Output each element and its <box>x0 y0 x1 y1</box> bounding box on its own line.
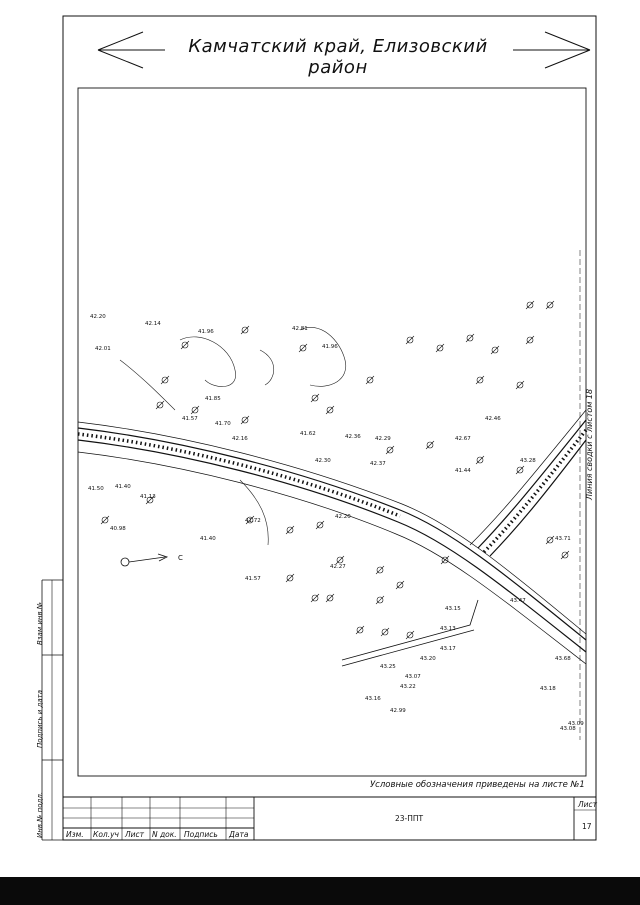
spot-height: 41.96 <box>198 329 214 335</box>
spot-height: 41.57 <box>182 416 198 422</box>
title-arrow-icon <box>97 31 591 69</box>
tb-header-ndok: N док. <box>152 830 177 839</box>
spot-height: 41.40 <box>115 484 131 490</box>
spot-height: 42.27 <box>330 564 346 570</box>
spot-height: 41.13 <box>140 494 156 500</box>
spot-height: 42.67 <box>455 436 471 442</box>
sheet-label: Лист <box>578 800 598 809</box>
spot-height: 42.81 <box>292 326 308 332</box>
spot-height: 41.50 <box>88 486 104 492</box>
spot-height: 42.01 <box>95 346 111 352</box>
spot-height: 43.17 <box>440 646 456 652</box>
tree-symbols <box>100 300 570 640</box>
tb-header-data: Дата <box>229 830 249 839</box>
spot-height: 41.62 <box>300 431 316 437</box>
tb-header-podpis: Подпись <box>184 830 218 839</box>
spot-height: 41.40 <box>200 536 216 542</box>
spot-height: 43.07 <box>405 674 421 680</box>
spot-height: 43.08 <box>560 726 576 732</box>
spot-height: 41.96 <box>322 344 338 350</box>
spot-height: 42.99 <box>390 708 406 714</box>
spot-height: 41.85 <box>205 396 221 402</box>
spot-height: 42.46 <box>485 416 501 422</box>
spot-height: 43.71 <box>555 536 571 542</box>
spot-height: 41.44 <box>455 468 471 474</box>
legend-note: Условные обозначения приведены на листе … <box>370 780 585 790</box>
sheet-junction-label: Линия сводки с листом 18 <box>585 388 594 500</box>
spot-height: 40.98 <box>110 526 126 532</box>
bottom-black-bar <box>0 877 640 905</box>
region-title: Камчатский край, Елизовский район <box>188 36 488 78</box>
spot-height: 43.18 <box>540 686 556 692</box>
north-arrow-icon <box>120 553 169 567</box>
inv-original-label: Инв.№ подл. <box>36 791 44 838</box>
spot-height: 43.13 <box>440 626 456 632</box>
spot-height: 41.70 <box>215 421 231 427</box>
spot-height: 43.22 <box>400 684 416 690</box>
tb-header-izm: Изм. <box>66 830 84 839</box>
spot-height: 43.16 <box>365 696 381 702</box>
spot-height: 42.14 <box>145 321 161 327</box>
spot-height: 42.20 <box>335 514 351 520</box>
spot-height: 41.57 <box>245 576 261 582</box>
north-label: С <box>178 554 183 562</box>
road-main <box>77 421 587 665</box>
inv-replacement-label: Взам.инв.№ <box>36 601 44 645</box>
spot-height: 43.47 <box>510 598 526 604</box>
spot-height: 41.72 <box>245 518 261 524</box>
spot-height: 42.37 <box>370 461 386 467</box>
road-branch <box>469 409 588 557</box>
spot-height: 42.20 <box>90 314 106 320</box>
spot-height: 43.09 <box>568 721 584 727</box>
sign-date-label: Подпись и дата <box>36 690 44 748</box>
spot-height: 42.29 <box>375 436 391 442</box>
spot-height: 42.30 <box>315 458 331 464</box>
document-code: 23-ППТ <box>395 814 424 823</box>
spot-height: 43.25 <box>380 664 396 670</box>
spot-height: 43.68 <box>555 656 571 662</box>
spot-height: 42.36 <box>345 434 361 440</box>
spot-height: 43.20 <box>420 656 436 662</box>
spot-height: 43.28 <box>520 458 536 464</box>
spot-height: 42.16 <box>232 436 248 442</box>
spot-height: 43.15 <box>445 606 461 612</box>
tb-header-kolich: Кол.уч <box>93 830 119 839</box>
tb-header-list: Лист <box>125 830 145 839</box>
sheet-number: 17 <box>582 822 592 831</box>
